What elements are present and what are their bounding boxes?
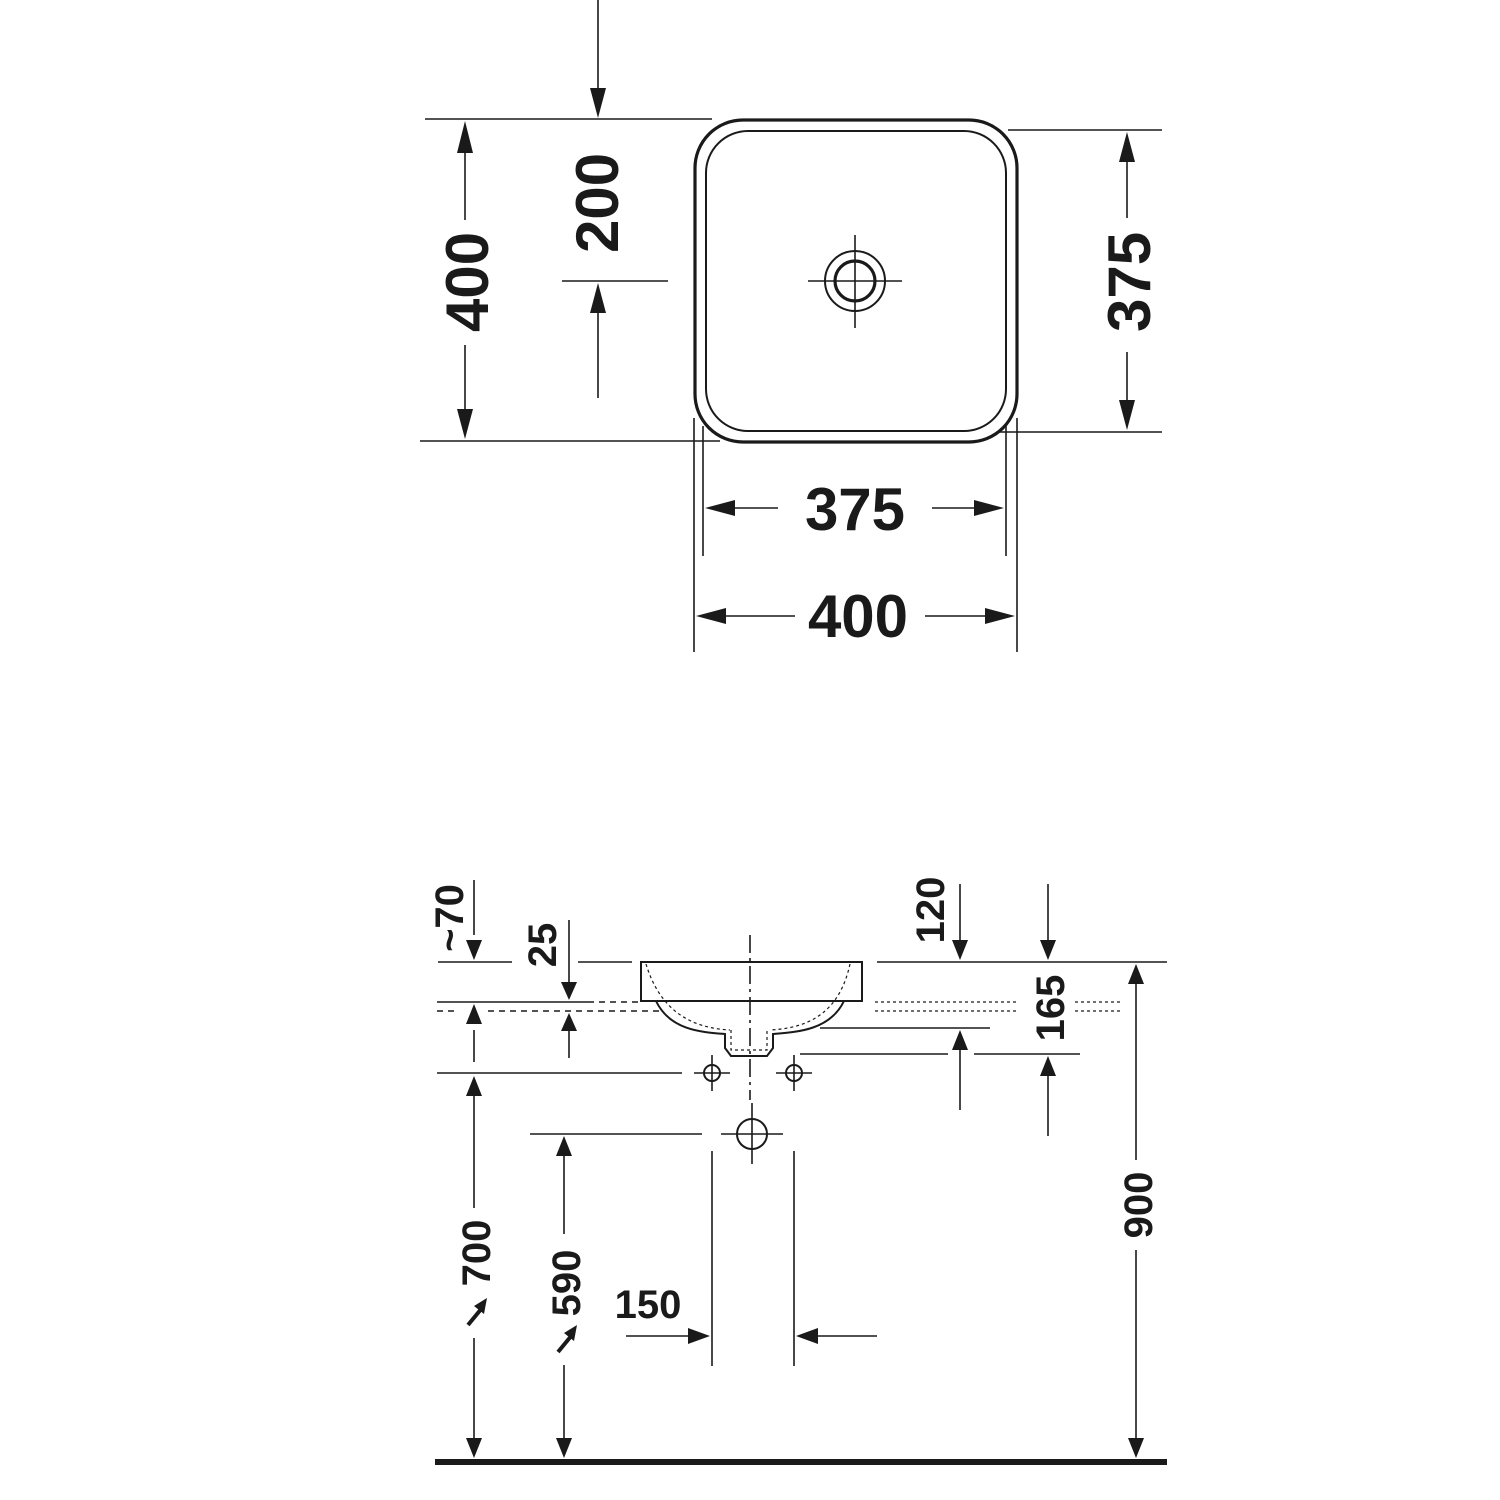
waste-outlet-icon	[721, 1103, 783, 1164]
supply-right-icon	[776, 1055, 812, 1091]
dimension-label: 150	[615, 1283, 682, 1327]
dimension-label: 590	[545, 1250, 589, 1317]
dimension-waste-height: 165	[1029, 884, 1073, 1136]
dimension-supply-height: 700	[455, 1076, 499, 1458]
side-view: ~70 25 120 165	[428, 877, 1167, 1465]
dimension-rim-thickness: 25	[521, 920, 577, 1058]
dimension-label: 165	[1029, 975, 1073, 1042]
basin-inner-outline	[705, 130, 1007, 432]
dimension-outer-width: 400	[696, 583, 1015, 650]
basin-side-profile	[640, 961, 863, 1057]
dimension-label: 400	[434, 232, 501, 332]
dimension-waste-outlet-height: 590	[545, 1136, 589, 1458]
dimension-total-height: 900	[1117, 964, 1161, 1458]
top-view: 400 200 375 375	[420, 0, 1163, 652]
dimension-label: 200	[564, 153, 631, 253]
dimension-outer-depth: 400	[434, 121, 501, 439]
drain-icon	[808, 235, 902, 328]
approx-arrow-icon	[466, 1298, 487, 1327]
dimension-inner-depth: 375	[1096, 132, 1163, 430]
dimension-drain-offset: 200	[564, 0, 631, 398]
dimension-label: 120	[909, 877, 953, 944]
approx-arrow-icon	[556, 1325, 577, 1354]
dimension-approx-overhang: ~70	[428, 880, 482, 1062]
dimension-tap-height: 120	[909, 877, 968, 1110]
dimension-label: 375	[805, 476, 905, 543]
dimension-label: 25	[521, 923, 565, 968]
basin-outer-outline	[693, 118, 1019, 444]
dimension-label: 900	[1117, 1172, 1161, 1239]
dimension-label: 400	[808, 583, 908, 650]
dimension-label: 375	[1096, 232, 1163, 332]
supply-left-icon	[694, 1055, 730, 1091]
dimension-label: ~70	[428, 884, 472, 952]
dimension-supply-spacing: 150	[615, 1283, 877, 1344]
dimension-label: 700	[455, 1220, 499, 1287]
dimension-inner-width: 375	[705, 476, 1004, 543]
